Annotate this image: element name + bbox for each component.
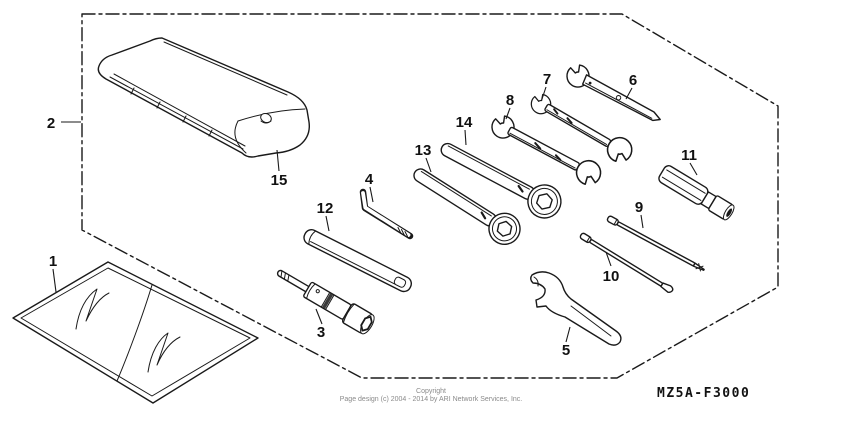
callout-11[interactable]: 11: [681, 147, 697, 164]
stamped-mark: [534, 142, 562, 161]
stamped-mark: [553, 108, 573, 124]
stamped-mark: [517, 184, 524, 193]
hex-socket-opening: [360, 315, 373, 332]
callout-5[interactable]: 5: [562, 342, 570, 359]
tool-pouch: [97, 37, 310, 158]
callout-3[interactable]: 3: [317, 324, 325, 341]
tool-flat-screwdriver: [579, 232, 674, 293]
callout-6[interactable]: 6: [629, 72, 637, 89]
pouch-flap-edge: [234, 120, 247, 154]
stamped-mark: [480, 211, 487, 220]
phillips-tip: [695, 263, 704, 272]
callout-1[interactable]: 1: [49, 253, 57, 270]
tool-open-end-wrench-8: [487, 111, 607, 191]
tool-flat-bar: [303, 229, 413, 293]
callout-13[interactable]: 13: [415, 142, 432, 159]
hex-hole: [535, 193, 553, 210]
stamped-mark: [588, 81, 592, 85]
callout-9[interactable]: 9: [635, 199, 643, 216]
tool-open-end-wrench-7: [527, 90, 638, 168]
tool-hex-key: [359, 188, 414, 240]
callout-15[interactable]: 15: [271, 172, 288, 189]
tool-phillips-screwdriver: [606, 215, 705, 272]
callout-12[interactable]: 12: [317, 200, 334, 217]
callout-7[interactable]: 7: [543, 71, 551, 88]
diagram-code: MZ5A-F3000: [657, 386, 750, 401]
tool-spark-plug-wrench: [276, 269, 375, 335]
pouch-flap-edge: [237, 108, 306, 122]
callout-8[interactable]: 8: [506, 92, 514, 109]
flat-blade-tip: [660, 282, 674, 293]
hex-hole: [496, 220, 513, 237]
tool-screwdriver-handle: [658, 165, 735, 221]
tommy-bar-hole: [315, 289, 320, 294]
kit-boundary-outline: [81, 13, 779, 379]
tool-box-wrench-14: [440, 142, 562, 219]
tool-open-end-wrench-6: [562, 60, 661, 122]
knurl-marks: [280, 270, 290, 282]
pouch-stitch-marks: [130, 87, 213, 137]
callout-14[interactable]: 14: [456, 114, 473, 131]
callout-2[interactable]: 2: [47, 115, 55, 132]
bag-squiggle-mark: [75, 288, 110, 330]
footer-page-design: Page design (c) 2004 - 2014 by ARI Netwo…: [340, 396, 523, 403]
handle-hole: [615, 95, 622, 101]
tool-vinyl-bag: [12, 261, 259, 404]
callout-leaders: [52, 86, 698, 343]
callout-labels: 1 2 3 4 5 6 7 8 9 10 11 12 13 14 15: [47, 71, 697, 359]
callout-4[interactable]: 4: [365, 171, 374, 188]
socket-opening: [726, 208, 733, 217]
callout-10[interactable]: 10: [603, 268, 620, 285]
tool-hook-spanner: [530, 271, 622, 346]
tool-box-wrench-13: [413, 168, 521, 245]
footer-copyright: Copyright: [416, 388, 446, 395]
bag-squiggle-mark: [147, 332, 181, 373]
grip-band: [322, 293, 334, 309]
pouch-snap-button: [260, 112, 272, 124]
